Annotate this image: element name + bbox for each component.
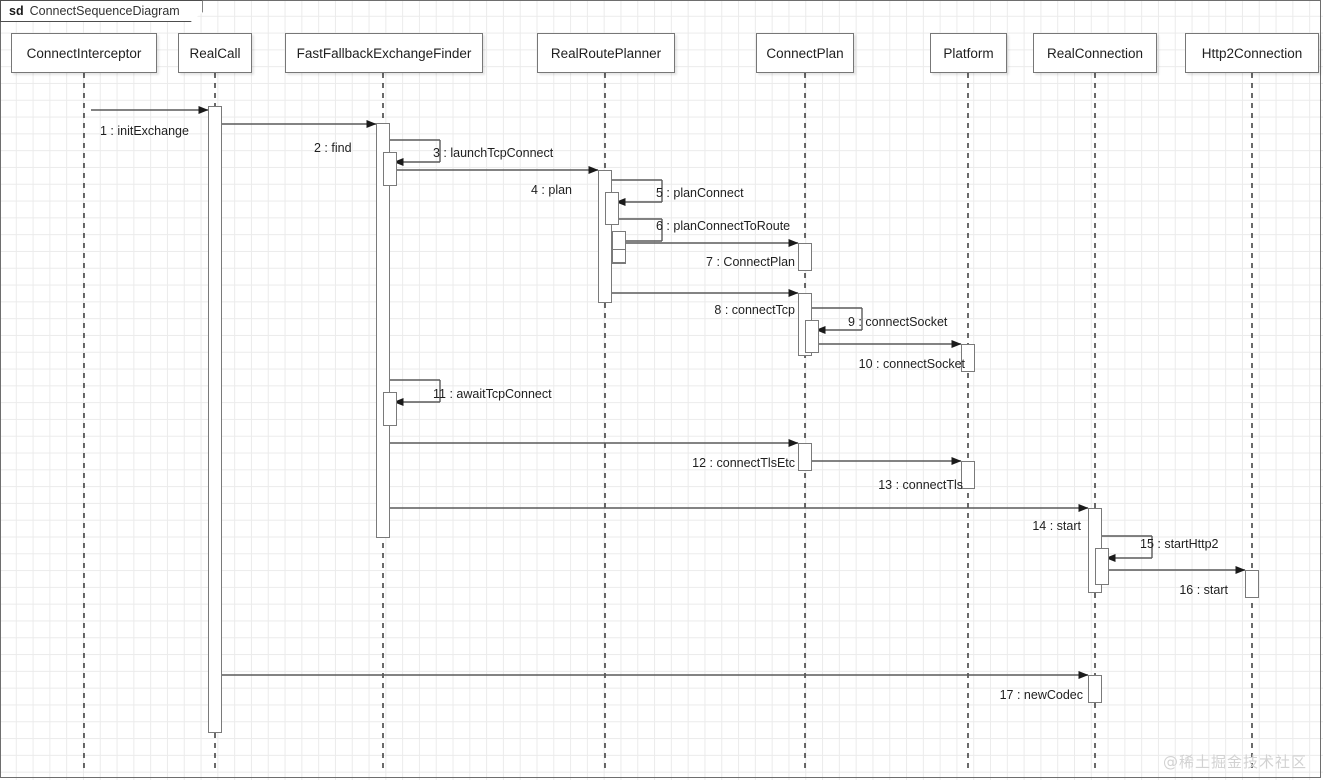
lifeline-label: Platform bbox=[943, 45, 994, 61]
message-label-11: 11 : awaitTcpConnect bbox=[433, 387, 552, 401]
activation-bar-realrouteplanner bbox=[598, 170, 612, 303]
sequence-frame-tab: sd ConnectSequenceDiagram bbox=[0, 0, 203, 22]
message-label-14: 14 : start bbox=[1032, 519, 1081, 533]
lifeline-header-http2connection[interactable]: Http2Connection bbox=[1185, 33, 1319, 73]
activation-bar-connectplan bbox=[805, 320, 819, 353]
lifeline-header-realconnection[interactable]: RealConnection bbox=[1033, 33, 1157, 73]
message-label-2: 2 : find bbox=[314, 141, 352, 155]
message-label-6: 6 : planConnectToRoute bbox=[656, 219, 791, 233]
lifeline-label: RealConnection bbox=[1046, 45, 1144, 61]
message-label-7: 7 : ConnectPlan bbox=[706, 255, 795, 269]
message-label-5: 5 : planConnect bbox=[656, 186, 744, 200]
message-label-15: 15 : startHttp2 bbox=[1140, 537, 1219, 551]
activation-bar-fastfallbackexchangefinder bbox=[376, 123, 390, 538]
lifeline-header-realrouteplanner[interactable]: RealRoutePlanner bbox=[537, 33, 675, 73]
message-label-17: 17 : newCodec bbox=[999, 688, 1083, 702]
activation-bar-connectplan bbox=[798, 243, 812, 271]
lifeline-label: RealRoutePlanner bbox=[550, 45, 662, 61]
activation-bar-connectplan bbox=[798, 443, 812, 471]
message-label-9: 9 : connectSocket bbox=[848, 315, 948, 329]
message-label-16: 16 : start bbox=[1179, 583, 1228, 597]
message-label-10: 10 : connectSocket bbox=[858, 357, 965, 371]
lifeline-header-connectplan[interactable]: ConnectPlan bbox=[756, 33, 854, 73]
frame-title: ConnectSequenceDiagram bbox=[29, 4, 180, 18]
activation-bar-realrouteplanner bbox=[605, 192, 619, 225]
message-label-4: 4 : plan bbox=[531, 183, 573, 197]
message-label-13: 13 : connectTls bbox=[878, 478, 963, 492]
message-label-3: 3 : launchTcpConnect bbox=[433, 146, 554, 160]
lifeline-label: Http2Connection bbox=[1201, 45, 1303, 61]
lifeline-header-connectinterceptor[interactable]: ConnectInterceptor bbox=[11, 33, 157, 73]
lifeline-label: FastFallbackExchangeFinder bbox=[296, 45, 472, 61]
message-label-1: 1 : initExchange bbox=[100, 124, 189, 138]
lifeline-header-fastfallbackexchangefinder[interactable]: FastFallbackExchangeFinder bbox=[285, 33, 483, 73]
message-arrow-lines bbox=[91, 106, 1246, 679]
activation-bar-http2connection bbox=[1245, 570, 1259, 598]
lifeline-header-platform[interactable]: Platform bbox=[930, 33, 1007, 73]
message-label-12: 12 : connectTlsEtc bbox=[692, 456, 795, 470]
activation-bar-realrouteplanner bbox=[612, 249, 626, 263]
activation-bar-platform bbox=[961, 344, 975, 372]
lifeline-label: ConnectInterceptor bbox=[26, 45, 142, 61]
activation-bar-platform bbox=[961, 461, 975, 489]
lifeline-label: ConnectPlan bbox=[766, 45, 844, 61]
activation-bar-realcall bbox=[208, 106, 222, 733]
watermark: @稀土掘金技术社区 bbox=[1162, 753, 1307, 771]
activation-bar-fastfallbackexchangefinder bbox=[383, 152, 397, 186]
message-label-8: 8 : connectTcp bbox=[714, 303, 795, 317]
activation-bar-realconnection bbox=[1095, 548, 1109, 585]
activation-bar-realconnection bbox=[1088, 675, 1102, 703]
lifeline-dashed-lines bbox=[83, 73, 1253, 772]
lifeline-header-realcall[interactable]: RealCall bbox=[178, 33, 252, 73]
activation-bar-fastfallbackexchangefinder bbox=[383, 392, 397, 426]
frame-keyword: sd bbox=[9, 4, 24, 18]
lifeline-label: RealCall bbox=[189, 45, 241, 61]
